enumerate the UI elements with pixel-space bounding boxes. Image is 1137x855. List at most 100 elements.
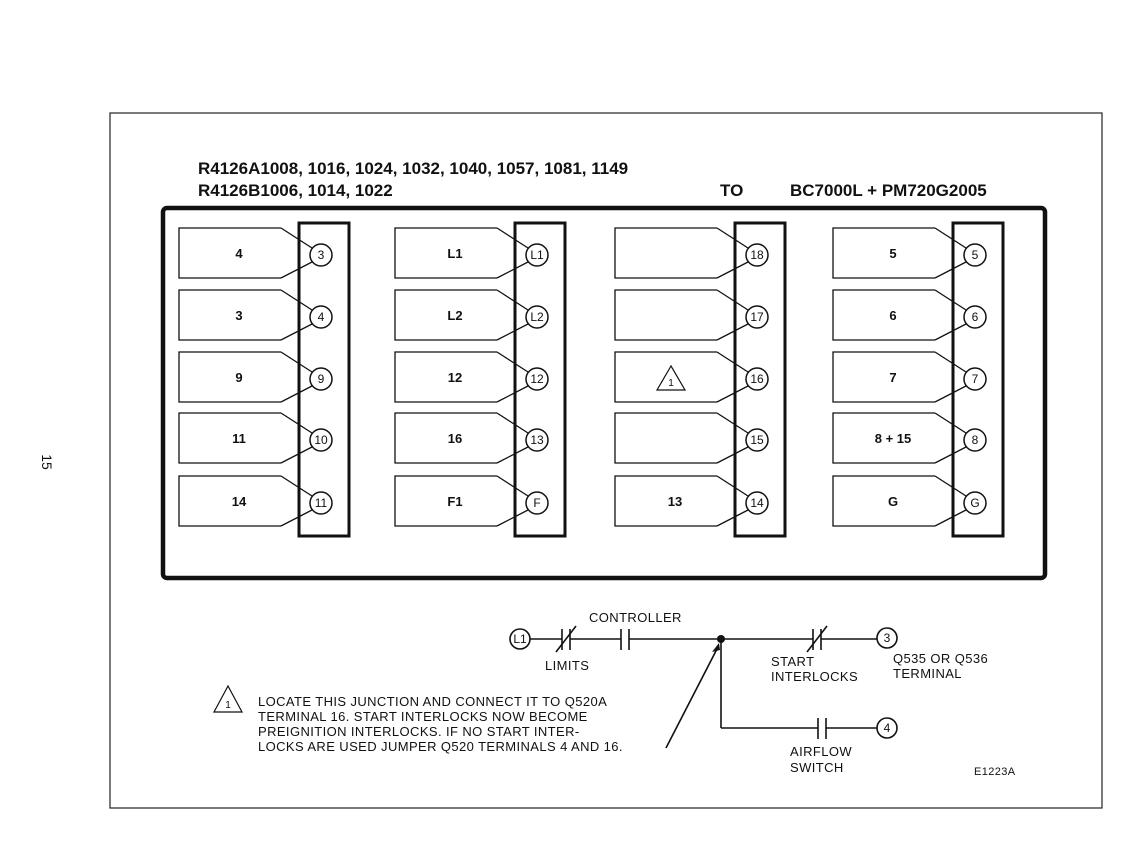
wire-label: 7 — [889, 370, 896, 385]
terminal-label: TERMINAL — [893, 666, 962, 681]
terminal-3-circle — [876, 627, 898, 649]
wire-tab-edge — [280, 385, 313, 403]
terminal-label: 8 — [972, 433, 979, 447]
wire-label: 4 — [235, 246, 243, 261]
wire-tab-edge — [496, 351, 529, 373]
controller-contact — [620, 629, 630, 650]
wire-tab — [394, 289, 497, 341]
wire-tab — [178, 351, 281, 403]
wire-tab-edge — [496, 475, 529, 497]
wire-tab-edge — [716, 412, 749, 434]
terminal-label: F — [533, 496, 540, 510]
wire-tab-edge — [280, 446, 313, 464]
wire-label: L1 — [447, 246, 462, 261]
wire-label: 13 — [668, 494, 682, 509]
terminal-screw — [525, 305, 549, 329]
wire-label: 12 — [448, 370, 462, 385]
wire-tab — [178, 227, 281, 279]
terminal-strips: 34439910111114L1L1L2L212121316FF11817161… — [178, 221, 1005, 538]
wire-tab — [832, 227, 935, 279]
wire-tab-edge — [716, 385, 749, 403]
wire-label: G — [888, 494, 898, 509]
controller-label: CONTROLLER — [589, 610, 682, 625]
wire-tab — [394, 351, 497, 403]
terminal-screw — [963, 305, 987, 329]
warning-triangle-icon — [655, 364, 687, 391]
wire-tab-edge — [934, 323, 967, 341]
wire-tab — [614, 289, 717, 341]
wire-label: 6 — [889, 308, 896, 323]
wire-label: 3 — [235, 308, 242, 323]
wire-tab-edge — [496, 446, 529, 464]
q535-label: Q535 OR Q536 — [893, 651, 988, 666]
terminal-label: 5 — [972, 248, 979, 262]
wire-tab-edge — [716, 509, 749, 527]
wire-label: 9 — [235, 370, 242, 385]
airflow-switch-contact — [817, 718, 827, 739]
wire-tab — [178, 289, 281, 341]
wire-tab-edge — [496, 509, 529, 527]
wire-tab-edge — [716, 351, 749, 373]
switch-label: SWITCH — [790, 760, 844, 775]
terminal-label: 12 — [530, 372, 544, 386]
arrow-head — [712, 643, 720, 652]
terminal-screw — [309, 491, 333, 515]
wire-label: 5 — [889, 246, 896, 261]
wire-label: 11 — [232, 431, 246, 446]
wire-tab — [832, 289, 935, 341]
wire-tab — [394, 475, 497, 527]
wire-tab-edge — [716, 446, 749, 464]
wire-tab-edge — [496, 412, 529, 434]
wire-tab — [394, 412, 497, 464]
terminal-label: G — [970, 496, 979, 510]
wire-tab-edge — [934, 475, 967, 497]
l1-label: L1 — [513, 632, 527, 646]
wire-tab-edge — [716, 261, 749, 279]
wire-tab-edge — [716, 475, 749, 497]
wire-tab-edge — [934, 351, 967, 373]
terminal-label: 17 — [750, 310, 764, 324]
wire-tab — [178, 412, 281, 464]
terminal-screw — [745, 428, 769, 452]
warning-triangle-icon — [212, 684, 244, 713]
terminal-screw — [745, 491, 769, 515]
wire-tab-edge — [934, 261, 967, 279]
note-line-2: TERMINAL 16. START INTERLOCKS NOW BECOME — [258, 709, 588, 724]
wire-tab-edge — [716, 227, 749, 249]
wire-tab-edge — [280, 289, 313, 311]
junction-dot — [717, 635, 725, 643]
terminal-screw — [745, 367, 769, 391]
wire-tab — [832, 412, 935, 464]
terminal-screw — [745, 243, 769, 267]
terminal-label: L1 — [530, 248, 544, 262]
wire-tab — [832, 351, 935, 403]
wire-tab-edge — [280, 323, 313, 341]
terminal-4-circle — [876, 717, 898, 739]
wire-tab-edge — [280, 412, 313, 434]
wire-label: 8 + 15 — [875, 431, 912, 446]
terminal-4-label: 4 — [884, 721, 891, 735]
terminal-screw — [963, 491, 987, 515]
wire-tab-edge — [934, 289, 967, 311]
terminal-label: 3 — [318, 248, 325, 262]
terminal-label: 11 — [315, 496, 328, 510]
terminal-label: 7 — [972, 372, 979, 386]
subbase-outline — [160, 205, 1048, 581]
wire-label: L2 — [447, 308, 462, 323]
terminal-screw — [309, 428, 333, 452]
wire-tab-edge — [496, 385, 529, 403]
to-label: TO — [720, 181, 743, 200]
wire-tab-edge — [934, 227, 967, 249]
wire-label: 14 — [232, 494, 247, 509]
terminal-screw — [525, 428, 549, 452]
terminal-label: 18 — [750, 248, 764, 262]
terminal-label: 14 — [750, 496, 764, 510]
wire-tab-edge — [280, 227, 313, 249]
note-line-1: LOCATE THIS JUNCTION AND CONNECT IT TO Q… — [258, 694, 607, 709]
wire-tab — [614, 412, 717, 464]
terminal-label: L2 — [530, 310, 544, 324]
target-model: BC7000L + PM720G2005 — [790, 181, 987, 200]
terminal-screw — [525, 243, 549, 267]
note-line-3: PREIGNITION INTERLOCKS. IF NO START INTE… — [258, 724, 580, 739]
terminal-screw — [963, 428, 987, 452]
